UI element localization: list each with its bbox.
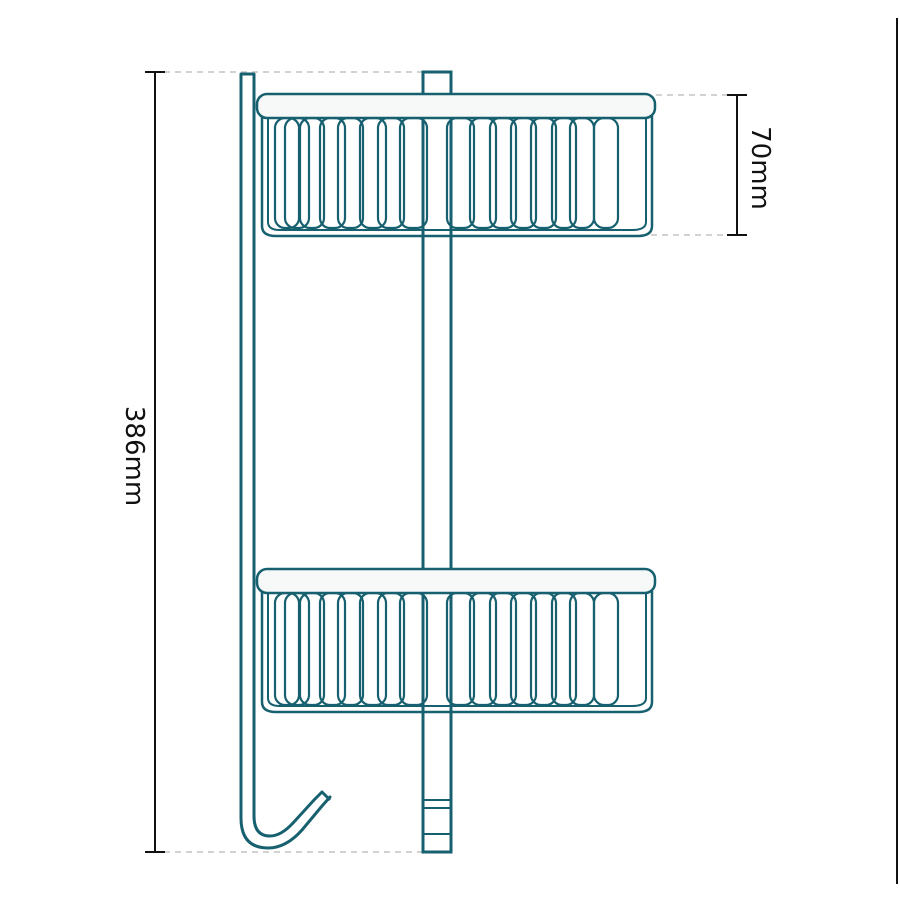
bottom-basket-wires xyxy=(273,591,620,707)
basket-height-dimension-line xyxy=(727,94,747,236)
top-basket-wires xyxy=(273,116,620,230)
bottom-basket xyxy=(255,567,657,714)
total-height-label: 386mm xyxy=(119,406,149,506)
top-basket-frame xyxy=(260,116,654,238)
hanging-hook-inner xyxy=(252,72,324,838)
top-basket-rim xyxy=(255,92,657,120)
hanging-hook xyxy=(239,72,332,850)
center-pole-front xyxy=(421,118,453,712)
top-basket xyxy=(255,92,657,238)
basket-height-label: 70mm xyxy=(745,126,775,210)
bottom-basket-frame xyxy=(260,591,654,714)
extension-lines xyxy=(164,71,734,853)
total-height-dimension-line xyxy=(145,71,165,853)
bottom-basket-rim xyxy=(255,567,657,595)
